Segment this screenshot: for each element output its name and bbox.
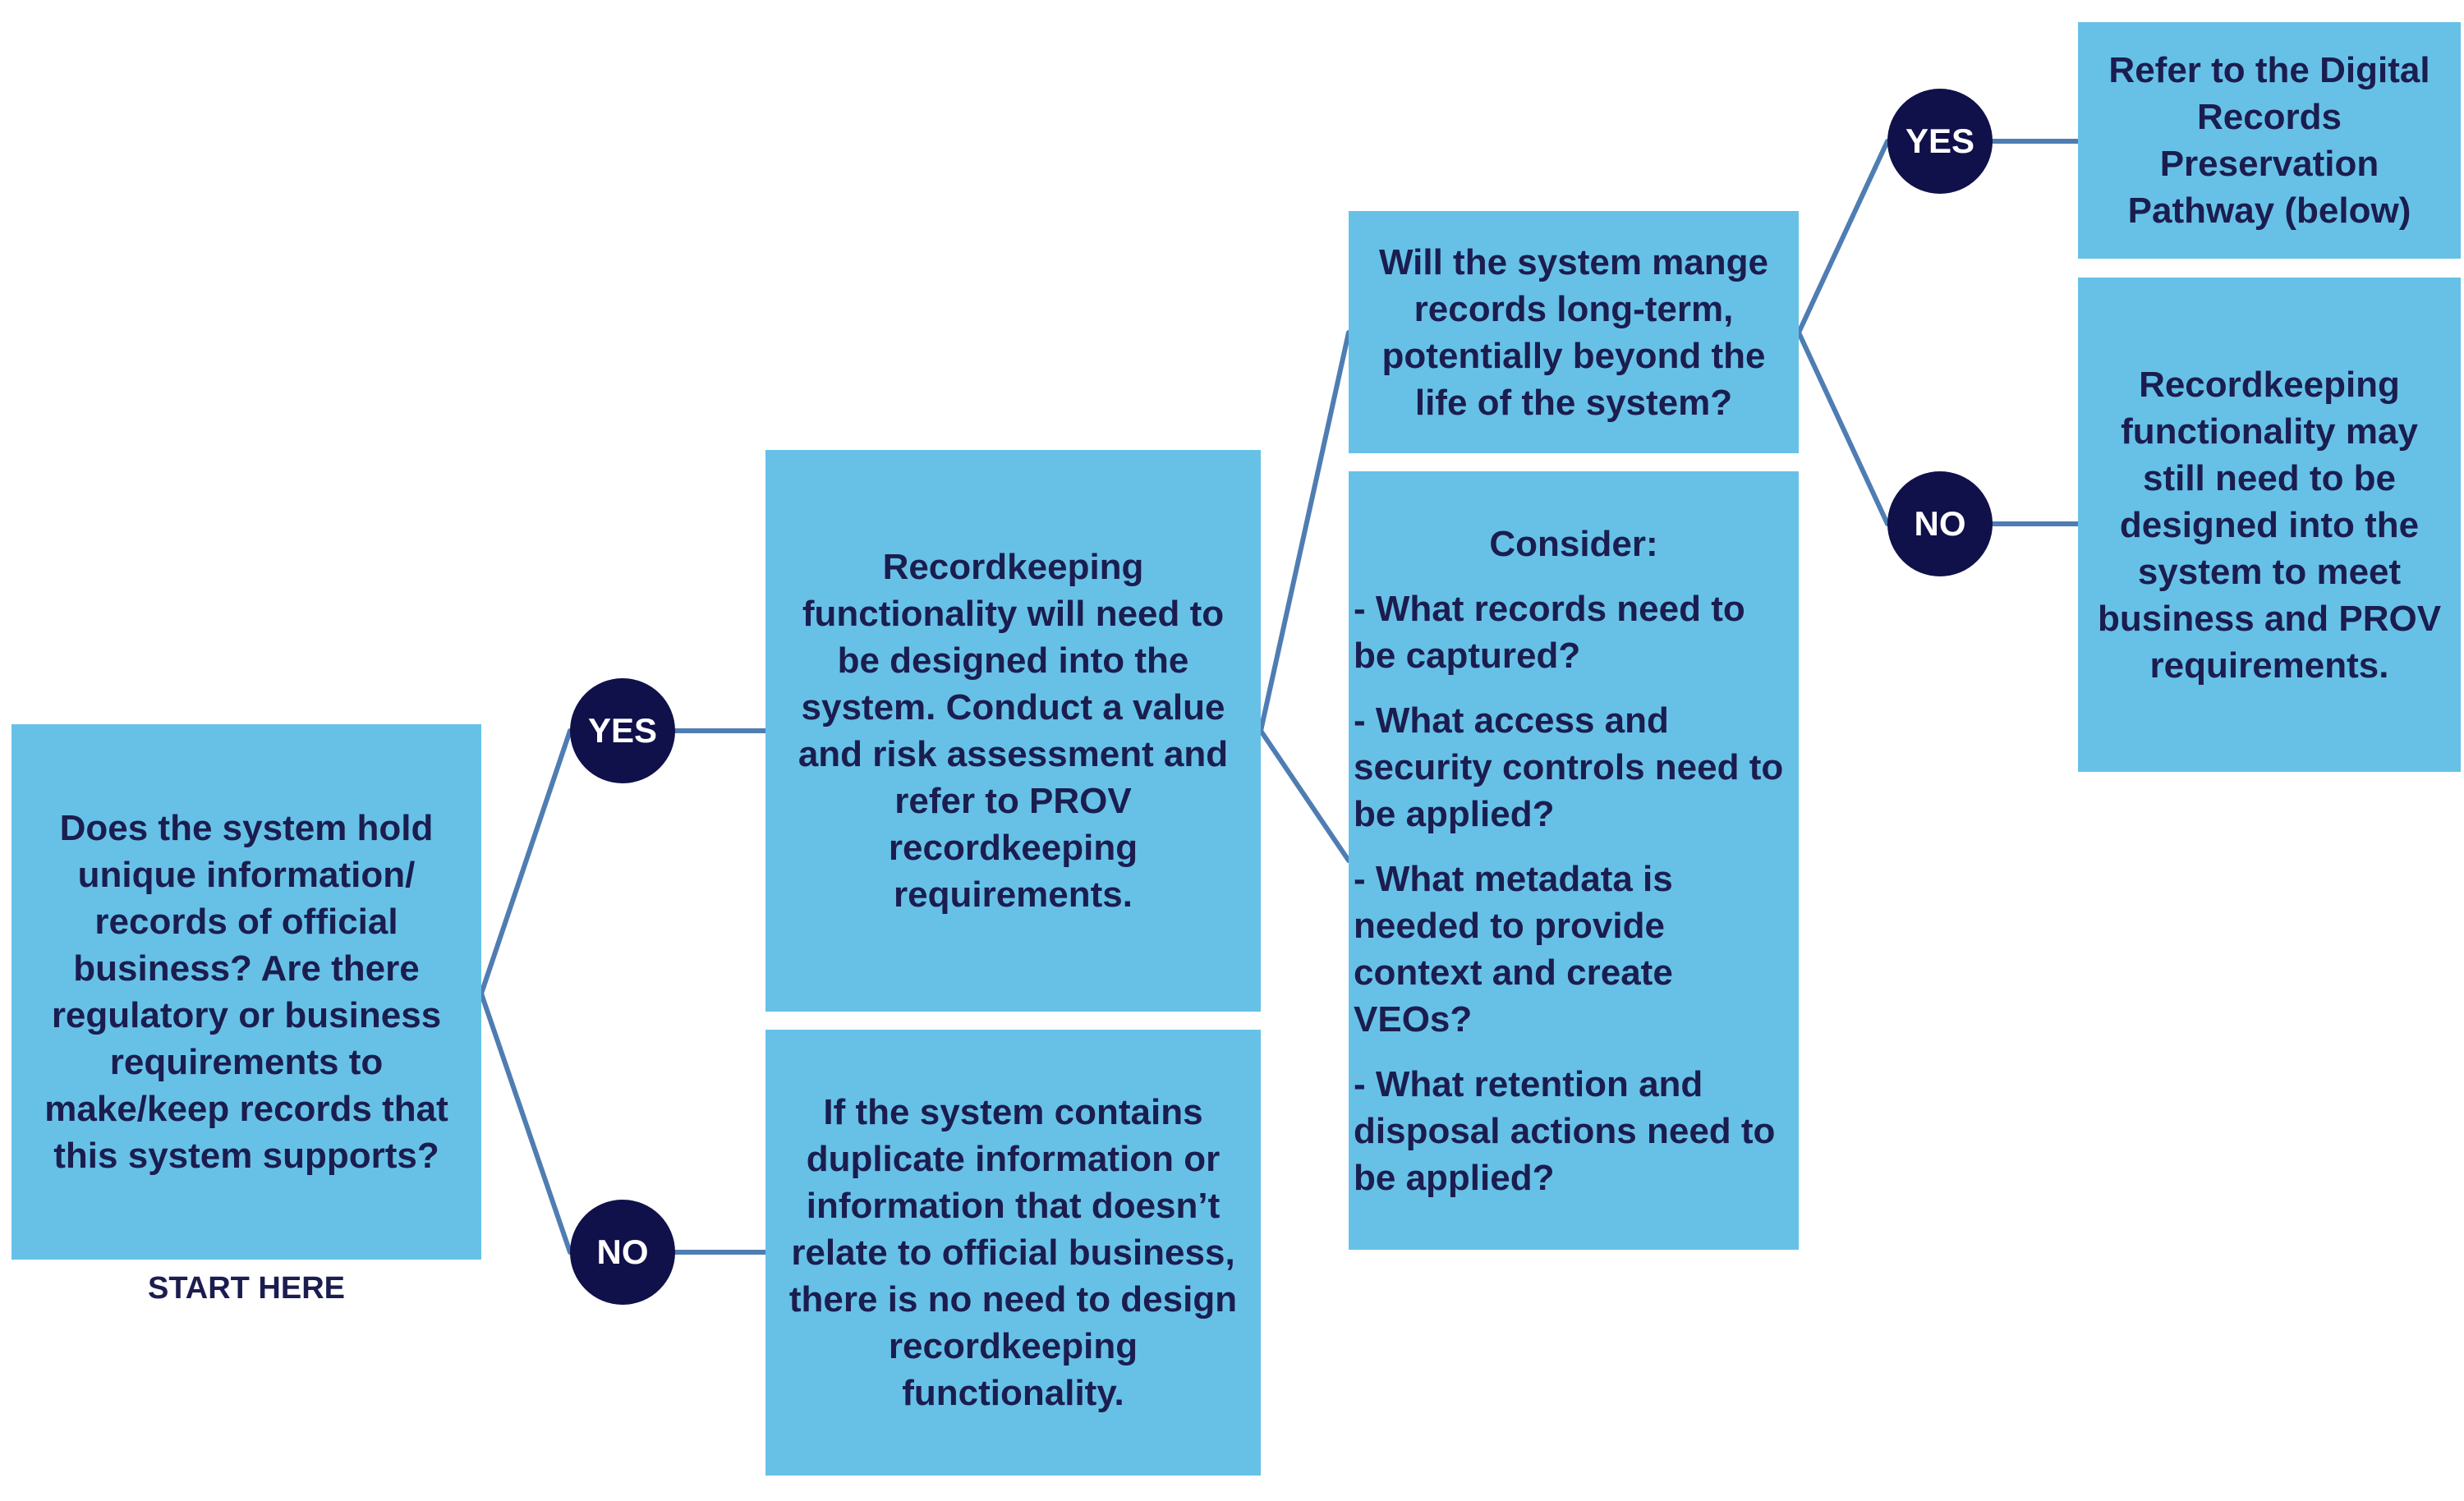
consider-box: Consider: - What records need to be capt… [1349,471,1799,1250]
recordkeeping-required-box: Recordkeeping functionality will need to… [765,450,1261,1012]
connector-start-to-yes [479,728,572,996]
recordkeeping-required-text: Recordkeeping functionality will need to… [798,547,1229,915]
connector-start-to-no [479,991,572,1255]
long-term-question-box: Will the system mange records long-term,… [1349,211,1799,453]
functionality-may-be-needed-box: Recordkeeping functionality may still ne… [2078,278,2461,772]
consider-item: - What metadata is needed to provide con… [1354,858,1673,1040]
no-recordkeeping-box: If the system contains duplicate informa… [765,1030,1261,1476]
start-question-text: Does the system hold unique information/… [44,808,448,1176]
consider-heading: Consider: [1489,523,1658,564]
consider-item: - What retention and disposal actions ne… [1354,1063,1776,1198]
connector-longterm-to-no [1796,330,1890,526]
preservation-pathway-text: Refer to the Digital Records Preservatio… [2108,50,2430,231]
consider-item: - What records need to be captured? [1354,588,1745,676]
preservation-pathway-box: Refer to the Digital Records Preservatio… [2078,22,2461,259]
long-term-question-text: Will the system mange records long-term,… [1379,241,1768,423]
decision-yes-1: YES [570,678,675,783]
connector-longterm-to-yes [1796,139,1890,335]
start-here-label: START HERE [148,1271,345,1306]
connector-recordkeeping-to-longterm [1258,330,1351,733]
no-recordkeeping-text: If the system contains duplicate informa… [788,1092,1238,1413]
consider-item: - What access and security controls need… [1354,700,1784,834]
connector-recordkeeping-to-consider [1258,728,1351,863]
start-question-box: Does the system hold unique information/… [11,724,481,1260]
decision-no-1: NO [570,1200,675,1305]
decision-yes-2: YES [1887,89,1993,194]
functionality-may-be-needed-text: Recordkeeping functionality may still ne… [2097,364,2442,686]
decision-no-2: NO [1887,471,1993,576]
